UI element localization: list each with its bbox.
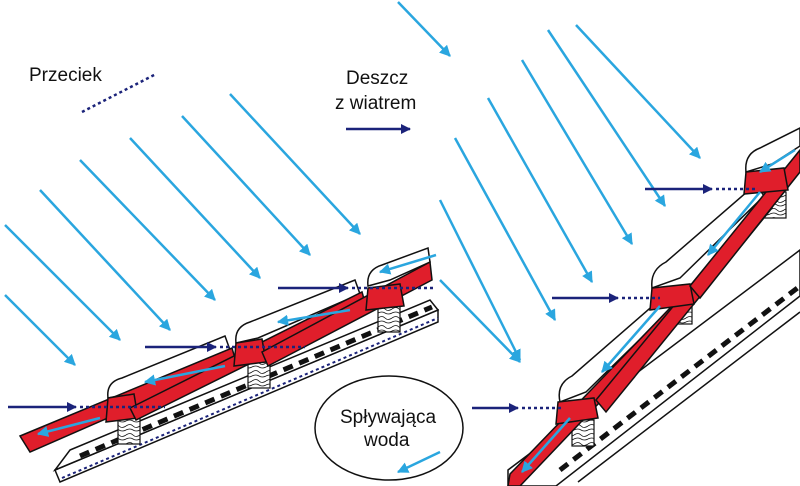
water-flow-arrow-icon [396, 450, 441, 474]
batten [117, 417, 141, 445]
rain-streak-icon [229, 93, 361, 235]
leak-paths [80, 72, 758, 410]
batten [377, 305, 401, 333]
water-flow-arrow-icon [601, 305, 661, 373]
right-tile-3 [689, 127, 800, 300]
runoff-callout: Spływająca woda [314, 375, 464, 481]
rain-streaks [4, 1, 701, 366]
water-flow-arrow-icon [36, 416, 101, 437]
right-roof [507, 127, 800, 486]
rain-streak-icon [129, 137, 261, 279]
wind-arrows [8, 124, 713, 413]
rain-streak-icon [453, 137, 557, 321]
rain-streak-icon [438, 199, 522, 362]
water-flow-arrow-icon [521, 417, 571, 473]
rain-streak-icon [4, 224, 121, 341]
rain-streak-icon [486, 97, 594, 283]
label-rain-line2: z wiatrem [335, 93, 416, 114]
water-flow-arrow-icon [759, 148, 796, 174]
rain-streak-icon [79, 159, 216, 301]
rain-streak-icon [181, 115, 311, 256]
runoff-bubble [314, 375, 464, 481]
left-roof-leak-path [61, 317, 439, 479]
rain-streak-icon [439, 279, 521, 363]
right-roof-counter-battens [558, 284, 800, 472]
leak-legend-icon [81, 72, 157, 114]
rain-streak-icon [575, 24, 701, 159]
rain-streak-icon [4, 294, 76, 366]
water-flow [36, 148, 796, 474]
right-roof-line [577, 311, 800, 483]
water-flow-arrow-icon [276, 308, 351, 326]
rain-streak-icon [39, 189, 171, 331]
water-flow-arrow-icon [707, 191, 761, 256]
label-rain-line1: Deszcz [346, 68, 408, 89]
rain-streak-icon [520, 59, 634, 245]
water-flow-arrow-icon [378, 253, 437, 275]
label-leak: Przeciek [29, 65, 102, 86]
label-runoff-line2: woda [363, 430, 410, 451]
label-runoff-line1: Spływająca [340, 407, 437, 428]
rain-streak-icon [397, 1, 451, 57]
rain-streak-icon [546, 29, 667, 207]
batten [247, 361, 271, 389]
water-flow-arrow-icon [143, 364, 226, 386]
